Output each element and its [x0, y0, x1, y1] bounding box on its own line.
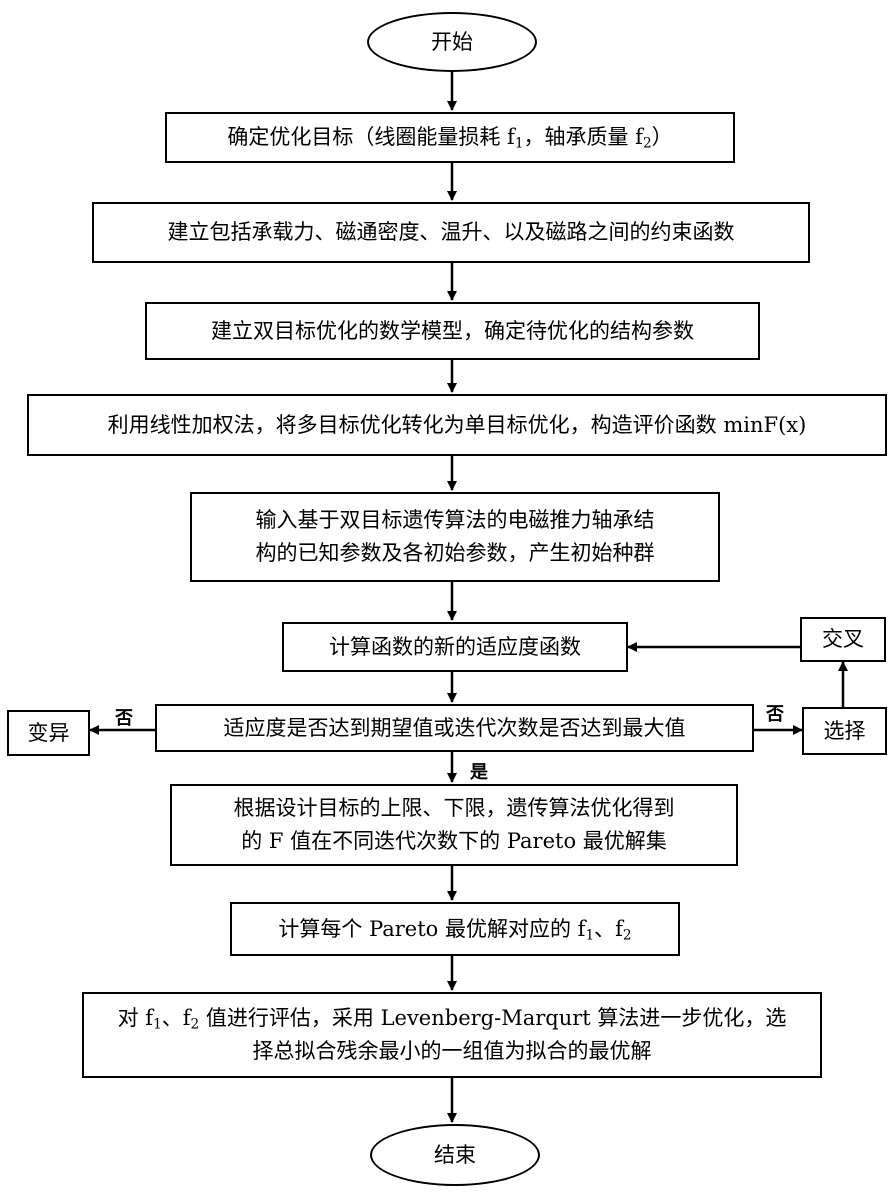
step1-text: 确定优化目标（线圈能量损耗 f1，轴承质量 f2）: [227, 121, 672, 154]
step-pareto-set: 根据设计目标的上限、下限，遗传算法优化得到 的 F 值在不同迭代次数下的 Par…: [170, 784, 738, 866]
step-fitness-function: 计算函数的新的适应度函数: [282, 622, 628, 672]
label-no-right: 否: [766, 700, 784, 726]
step7-line1: 根据设计目标的上限、下限，遗传算法优化得到: [234, 792, 675, 825]
decision-text: 适应度是否达到期望值或迭代次数是否达到最大值: [224, 712, 686, 745]
mutation-label: 变异: [28, 717, 70, 750]
mutation-node: 变异: [7, 710, 90, 756]
step7-line2: 的 F 值在不同迭代次数下的 Pareto 最优解集: [241, 825, 667, 858]
label-yes: 是: [470, 758, 488, 784]
step6-text: 计算函数的新的适应度函数: [329, 631, 581, 664]
step-define-objectives: 确定优化目标（线圈能量损耗 f1，轴承质量 f2）: [165, 112, 735, 163]
selection-label: 选择: [824, 715, 866, 748]
selection-node: 选择: [802, 707, 887, 755]
crossover-node: 交叉: [800, 617, 886, 662]
end-label: 结束: [434, 1139, 476, 1172]
crossover-label: 交叉: [822, 623, 864, 656]
label-no-left: 否: [115, 704, 133, 730]
step-compute-f1-f2: 计算每个 Pareto 最优解对应的 f1、f2: [230, 902, 680, 956]
decision-node: 适应度是否达到期望值或迭代次数是否达到最大值: [155, 704, 754, 752]
start-label: 开始: [431, 26, 473, 59]
step-math-model: 建立双目标优化的数学模型，确定待优化的结构参数: [145, 302, 760, 360]
step-input-params: 输入基于双目标遗传算法的电磁推力轴承结 构的已知参数及各初始参数，产生初始种群: [190, 492, 720, 582]
step9-line2: 择总拟合残余最小的一组值为拟合的最优解: [253, 1035, 652, 1068]
step-linear-weighting: 利用线性加权法，将多目标优化转化为单目标优化，构造评价函数 minF(x): [27, 394, 887, 456]
step2-text: 建立包括承载力、磁通密度、温升、以及磁路之间的约束函数: [168, 216, 735, 249]
step4-text: 利用线性加权法，将多目标优化转化为单目标优化，构造评价函数 minF(x): [108, 409, 807, 442]
end-node: 结束: [370, 1124, 540, 1186]
step-constraint-functions: 建立包括承载力、磁通密度、温升、以及磁路之间的约束函数: [92, 202, 810, 263]
step5-line1: 输入基于双目标遗传算法的电磁推力轴承结: [256, 504, 655, 537]
step5-line2: 构的已知参数及各初始参数，产生初始种群: [256, 537, 655, 570]
step8-text: 计算每个 Pareto 最优解对应的 f1、f2: [278, 913, 631, 946]
step9-line1: 对 f1、f2 值进行评估，采用 Levenberg-Marqurt 算法进一步…: [118, 1002, 787, 1035]
step-levenberg-marqurt: 对 f1、f2 值进行评估，采用 Levenberg-Marqurt 算法进一步…: [82, 992, 822, 1078]
step3-text: 建立双目标优化的数学模型，确定待优化的结构参数: [211, 315, 694, 348]
start-node: 开始: [367, 12, 537, 72]
